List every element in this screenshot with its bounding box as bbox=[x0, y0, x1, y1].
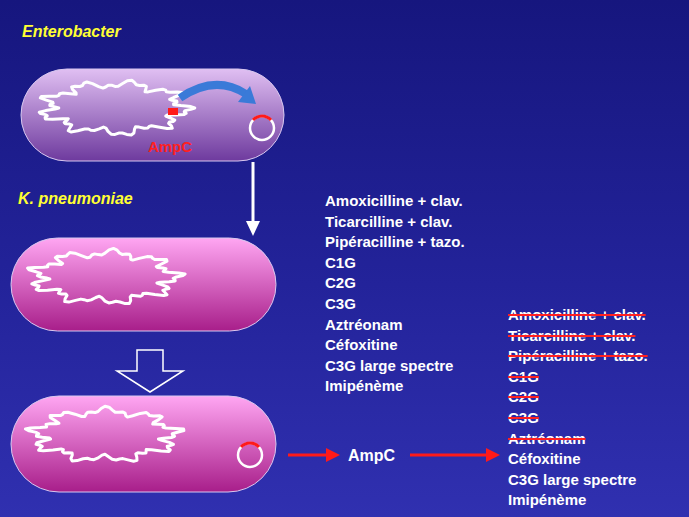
red-arrow bbox=[288, 454, 328, 457]
bacterium-cell: K. pneumoniae bbox=[10, 237, 277, 332]
antibiotic-item: Amoxicilline + clav. bbox=[508, 306, 646, 323]
antibiotic-item: C3G large spectre bbox=[508, 471, 636, 488]
organism-name: Enterobacter bbox=[22, 23, 121, 41]
antibiotic-item: Ticarcilline + clav. bbox=[508, 327, 635, 344]
plasmid bbox=[250, 116, 274, 140]
antibiotic-item: Aztréonam bbox=[325, 316, 403, 333]
gene-label: AmpC bbox=[148, 138, 192, 155]
antibiotic-item: Céfoxitine bbox=[325, 336, 398, 353]
cell-wall bbox=[11, 396, 276, 492]
arrow-connector bbox=[246, 162, 260, 236]
organism-name: K. pneumoniae bbox=[18, 190, 133, 208]
plasmid bbox=[238, 443, 262, 467]
antibiotic-item: C2G bbox=[508, 388, 539, 405]
antibiotic-item: Pipéracilline + tazo. bbox=[508, 347, 648, 364]
cell-wall bbox=[21, 69, 284, 161]
bacterium-cell: EnterobacterAmpC bbox=[20, 68, 285, 162]
transfer-arrowhead bbox=[238, 86, 256, 104]
enzyme-label: AmpC bbox=[348, 447, 395, 464]
antibiotic-item: Imipénème bbox=[508, 491, 586, 508]
antibiotic-item: Pipéracilline + tazo. bbox=[325, 233, 465, 250]
cell-shape bbox=[10, 395, 277, 493]
chromosome bbox=[28, 248, 186, 303]
antibiotic-item: Imipénème bbox=[325, 377, 403, 394]
cell-shape bbox=[10, 237, 277, 332]
chromosome bbox=[25, 406, 184, 461]
red-arrowhead bbox=[326, 448, 340, 462]
antibiotic-item: Amoxicilline + clav. bbox=[325, 192, 463, 209]
antibiotic-item: C3G bbox=[508, 409, 539, 426]
antibiotic-item: C3G large spectre bbox=[325, 357, 453, 374]
antibiotic-item: Céfoxitine bbox=[508, 450, 581, 467]
antibiotic-item: Aztréonam bbox=[508, 430, 586, 447]
antibiotic-item: C1G bbox=[508, 368, 539, 385]
antibiotic-item: Ticarcilline + clav. bbox=[325, 213, 452, 230]
red-arrow bbox=[410, 454, 488, 457]
bacterium-cell bbox=[10, 395, 277, 493]
antibiotic-item: C2G bbox=[325, 274, 356, 291]
block-arrow bbox=[117, 350, 183, 392]
ampc-gene bbox=[241, 443, 259, 447]
ampc-gene bbox=[253, 116, 271, 120]
cell-wall bbox=[11, 238, 276, 331]
red-arrowhead bbox=[486, 448, 500, 462]
antibiotic-item: C1G bbox=[325, 254, 356, 271]
transfer-arrow bbox=[180, 85, 246, 98]
antibiotic-item: C3G bbox=[325, 295, 356, 312]
ampc-gene bbox=[168, 108, 178, 115]
chromosome bbox=[39, 80, 195, 135]
